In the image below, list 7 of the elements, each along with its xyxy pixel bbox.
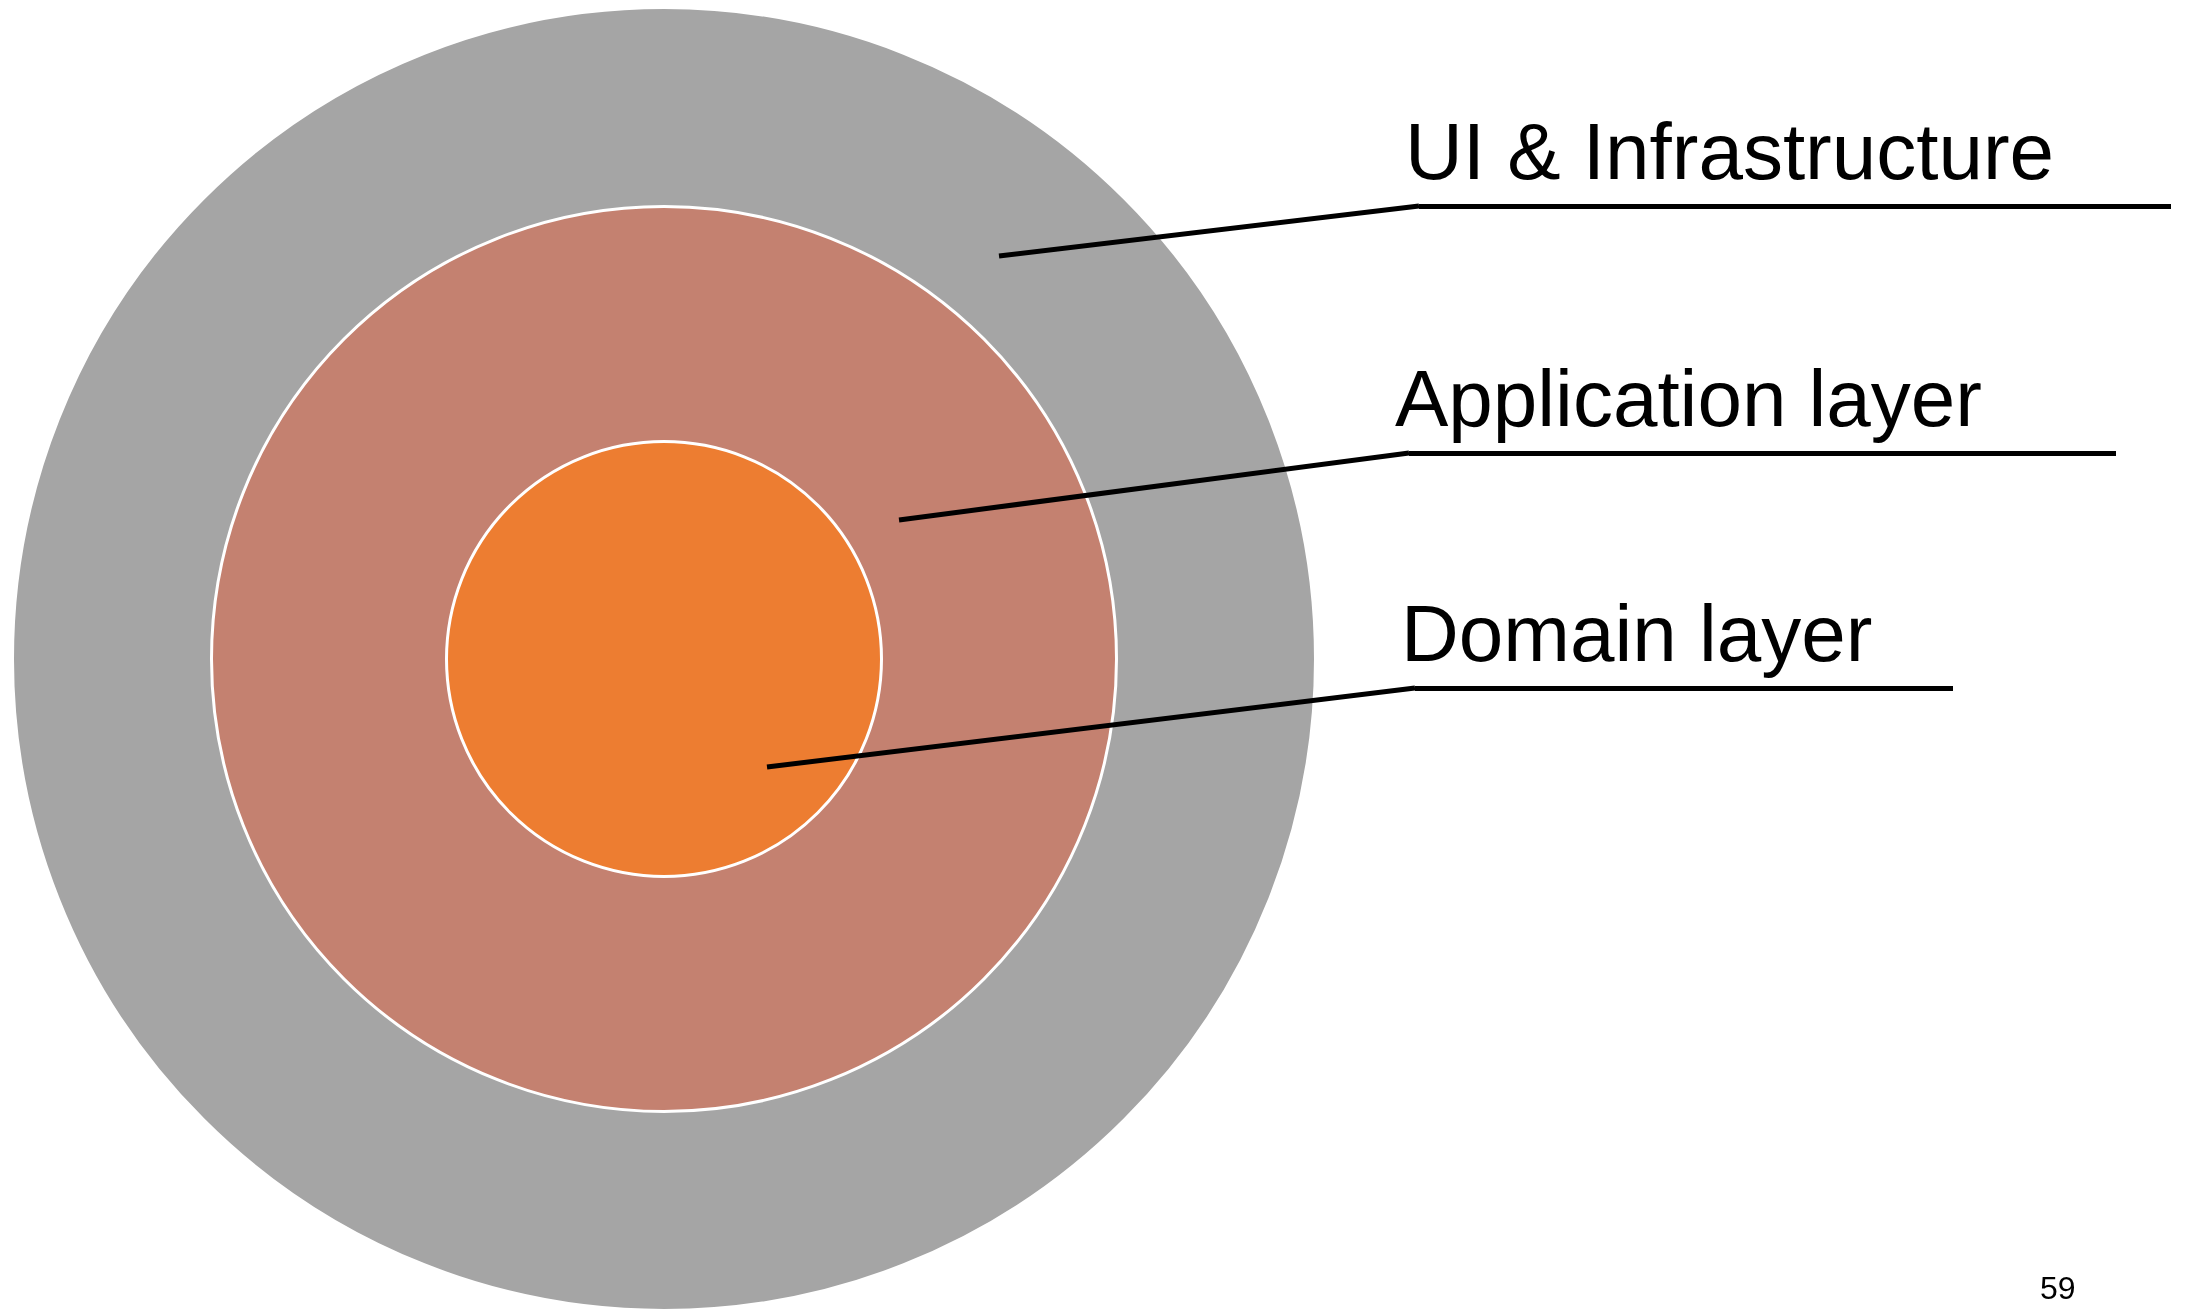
leader-line bbox=[998, 203, 1420, 259]
page-number: 59 bbox=[2040, 1272, 2076, 1304]
layer-label: UI & Infrastructure bbox=[1405, 112, 2055, 198]
leader-line bbox=[898, 450, 1410, 523]
layer-label: Application layer bbox=[1395, 359, 1982, 445]
layer-label: Domain layer bbox=[1401, 594, 1873, 680]
leader-line bbox=[766, 685, 1416, 770]
